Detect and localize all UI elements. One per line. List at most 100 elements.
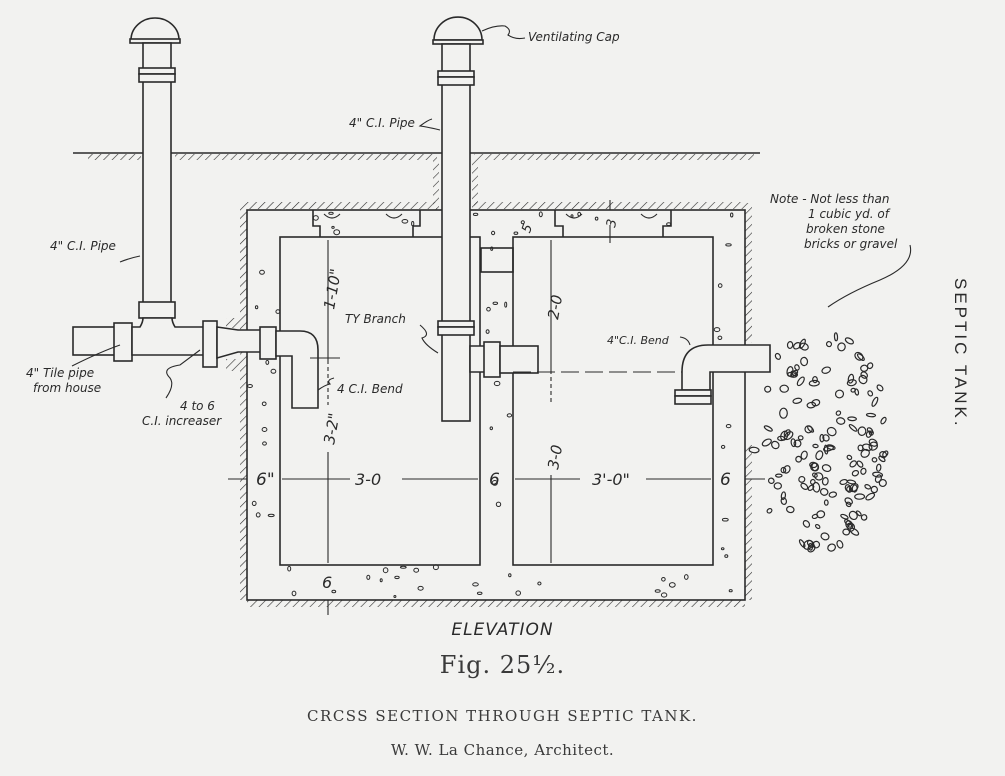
gravel-stone [836,539,844,549]
gravel-stone [807,544,816,553]
gravel-stone [790,369,799,377]
aggregate-speck [520,220,525,225]
gravel-stone [827,543,836,552]
aggregate-speck [493,380,501,387]
gravel-stone [811,462,820,472]
gravel-stone [860,371,868,379]
aggregate-speck [506,413,513,418]
label-tile-pipe-2: from house [33,381,101,395]
gravel-stone [800,482,809,491]
gravel-stone [868,438,878,447]
gravel-stone [846,379,857,387]
gravel-stone [856,353,865,361]
gravel-stone [779,407,788,419]
gravel-stone [846,454,853,461]
gravel-stone [846,479,857,485]
gravel-stone [812,443,819,449]
aggregate-speck [508,573,512,578]
outlet-assembly [674,344,771,405]
gravel-stone [865,492,876,501]
gravel-stone [868,430,874,436]
aggregate-speck [538,211,543,218]
dim-outer-wall-right: 6 [720,470,731,490]
gravel-bed [748,332,889,553]
gravel-stone [787,371,798,378]
gravel-stone [823,444,829,455]
dim-bottom-slab: 6 [322,573,332,592]
aggregate-speck [251,500,257,506]
architect-credit: W. W. La Chance, Architect. [390,741,615,759]
aggregate-speck [721,517,729,522]
note-line-3: broken stone [806,222,885,236]
gravel-stone [812,376,818,384]
gravel-stone [798,539,806,548]
aggregate-speck [291,590,297,597]
aggregate-speck [720,444,726,449]
aggregate-speck [331,225,335,229]
dimension-lines [228,200,765,615]
gravel-stone [854,493,866,500]
gravel-stone [763,425,773,432]
aggregate-speck [259,269,265,275]
aggregate-speck [331,589,337,594]
gravel-stone [748,446,760,454]
gravel-stone [849,527,860,536]
aggregate-speck [393,595,397,598]
gravel-stone [777,435,786,442]
center-vent-pipe [432,16,539,422]
gravel-stone [821,477,829,486]
aggregate-speck [728,589,733,593]
gravel-stone [792,342,802,350]
aggregate-speck [333,229,341,236]
gravel-stone [815,450,824,461]
aggregate-speck [413,567,420,573]
gravel-stone [868,441,879,451]
aggregate-speck [661,577,666,582]
gravel-stone [857,426,867,436]
gravel-stone [823,445,834,452]
gravel-stone [828,491,838,498]
gravel-stone [795,455,802,463]
dim-cover-depth: 3 [604,218,620,229]
gravel-stone [867,390,874,397]
gravel-stone [819,487,829,496]
aggregate-speck [684,574,689,580]
gravel-stone [814,523,821,530]
gravel-stone [761,438,772,447]
gravel-stone [800,356,809,367]
gravel-stone [847,522,853,528]
settling-chamber [279,236,481,566]
aggregate-speck [270,368,277,374]
gravel-stone [819,433,825,443]
gravel-stone [857,444,864,452]
dim-middle-wall: 6 [489,470,500,490]
label-ci-bend-outlet: 4"C.I. Bend [607,334,670,347]
gravel-stone [793,439,802,448]
aggregate-speck [725,424,732,429]
gravel-stone [771,440,780,450]
aggregate-speck [660,592,668,598]
dim-inlet-top-clearance: 1-10" [320,267,345,310]
dim-top-slab: 5 [519,222,536,235]
aggregate-speck [513,231,519,235]
dim-left-chamber-width: 3-0 [355,470,381,489]
gravel-stone [786,505,795,514]
gravel-stone [854,388,860,396]
gravel-stone [786,341,794,349]
gravel-stone [848,483,859,493]
gravel-stone [837,342,846,352]
gravel-stone [780,497,788,505]
gravel-stone [811,513,819,520]
side-title: SEPTIC TANK. [951,278,970,429]
aggregate-speck [394,575,400,580]
aggregate-speck [515,590,522,596]
aggregate-speck [489,426,493,431]
gravel-stone [848,510,858,521]
aggregate-speck [724,554,729,558]
gravel-stone [794,364,800,371]
view-label: ELEVATION [451,620,554,640]
aggregate-speck [247,384,253,388]
aggregate-speck [366,574,371,580]
gravel-stone [767,477,775,485]
gravel-stone [866,427,874,434]
